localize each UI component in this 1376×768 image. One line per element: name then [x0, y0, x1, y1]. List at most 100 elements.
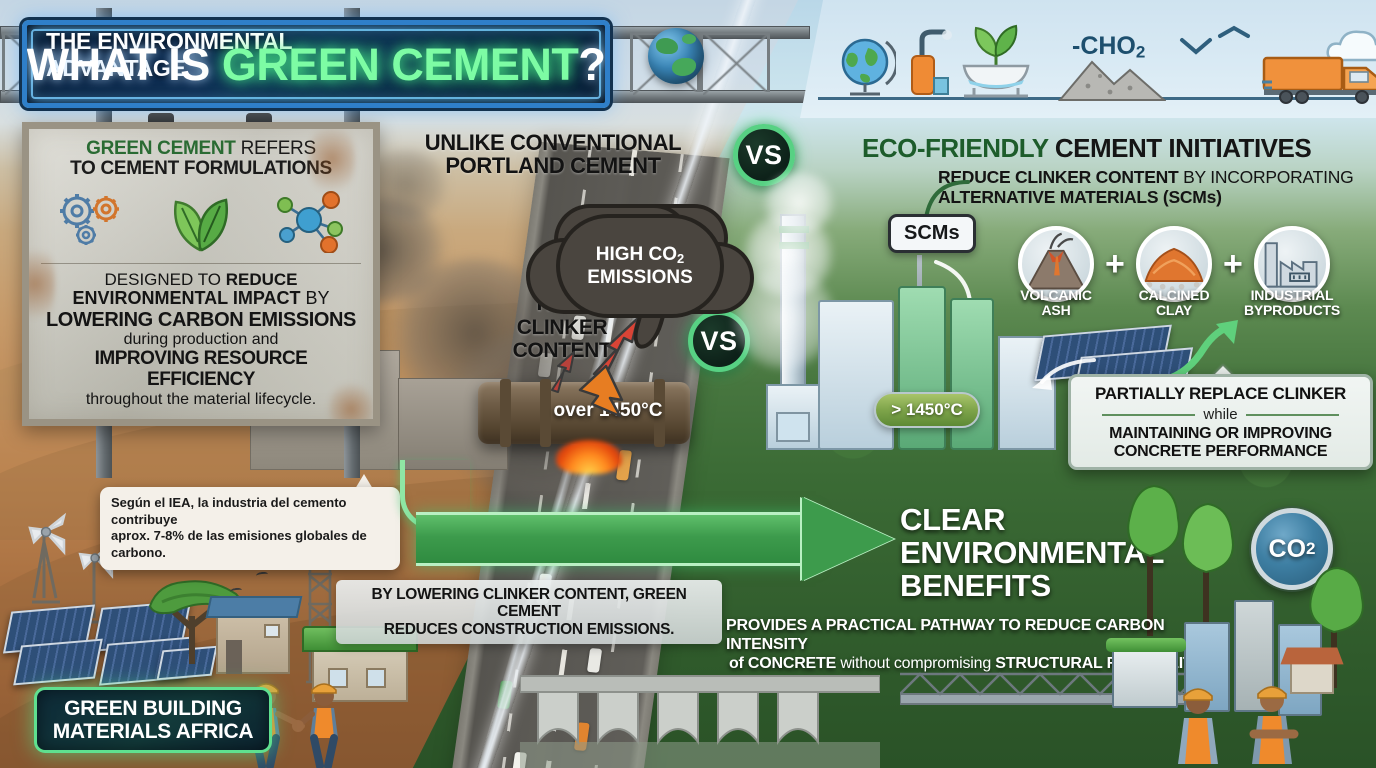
green-truck-icon [56, 419, 142, 426]
worker-right [295, 683, 338, 768]
panel-pointer [1212, 366, 1234, 377]
factory-icon [1263, 242, 1321, 288]
billboard-body-line5: IMPROVING RESOURCE EFFICIENCY [94, 347, 308, 390]
eco-process-banner: -CHO2 [800, 0, 1376, 118]
panel-line2: MAINTAINING OR IMPROVING [1109, 425, 1332, 443]
scm-circle-volcanic-ash [1018, 226, 1094, 302]
conventional-cement-heading: UNLIKE CONVENTIONAL PORTLAND CEMENT [398, 131, 708, 178]
logo-line1: GREEN BUILDING [64, 696, 242, 720]
window [264, 624, 280, 638]
clinker-line3: CONTENT [512, 339, 612, 363]
green-plant-building [818, 300, 894, 450]
co2-badge-subscript: 2 [1306, 539, 1316, 558]
reduce-bold: REDUCE CLINKER CONTENT [938, 167, 1179, 187]
callout-line2: REDUCES CONSTRUCTION EMISSIONS. [383, 620, 675, 638]
lowering-clinker-callout: BY LOWERING CLINKER CONTENT, GREEN CEMEN… [336, 580, 722, 645]
panel-connector-word: while [1203, 406, 1238, 424]
small-arrow-icon [551, 351, 575, 393]
co2-cloud-line1: HIGH CO2 [596, 244, 684, 266]
wind-turbine-icon [28, 512, 67, 604]
high-clinker-content-label: HIGH CLINKER CONTENT [496, 292, 628, 363]
speech-bubble-tail [355, 474, 373, 489]
globe-icon [648, 28, 704, 84]
scms-pill: SCMs [888, 214, 976, 253]
plant-bowl-icon [962, 24, 1030, 98]
window [366, 668, 386, 688]
bubble-line1: Según el IEA, la industria del cemento c… [111, 495, 347, 527]
co2-cloud-line1-text: HIGH CO [595, 244, 678, 266]
co2-badge-text: CO [1268, 534, 1307, 563]
headline-part-3: ? [578, 38, 606, 90]
window [328, 668, 348, 688]
billboard-strip-icons [39, 417, 363, 426]
conventional-head-line1: UNLIKE CONVENTIONAL [424, 130, 682, 155]
conventional-head-line2: PORTLAND CEMENT [445, 153, 661, 179]
panel-line1: PARTIALLY REPLACE CLINKER [1095, 384, 1346, 404]
clear-environmental-benefits-heading: CLEAR ENVIRONMENTAL BENEFITS [900, 503, 1164, 603]
reduce-clinker-subheading: REDUCE CLINKER CONTENT BY INCORPORATING … [938, 167, 1376, 207]
chemistry-label: -CHO2 [1072, 32, 1145, 63]
scm-circle-industrial-byproducts [1254, 226, 1330, 302]
plant-pipe-icon [911, 29, 952, 95]
eco-head-green: ECO-FRIENDLY [862, 133, 1049, 163]
plus-sign-1: + [1105, 245, 1125, 283]
billboard-body-line4: during production and [123, 331, 279, 349]
leaves-icon [173, 198, 228, 252]
scm-label-0-line2: ASH [1041, 302, 1071, 319]
vs-badge-top: VS [733, 124, 795, 186]
scm-label-2-line1: INDUSTRIAL [1250, 287, 1334, 303]
small-house [1290, 660, 1334, 694]
billboard-body-line1-plain: DESIGNED TO [104, 269, 226, 289]
panel-connector-arrow-icon [1032, 358, 1096, 390]
chem-label-subscript: 2 [1135, 42, 1146, 62]
chem-label-text: -CHO [1072, 32, 1136, 60]
globe-icon [176, 419, 220, 426]
iea-statistic-bubble: Según el IEA, la industria del cemento c… [100, 487, 400, 570]
billboard-title-line2: TO CEMENT FORMULATIONS [70, 158, 332, 180]
door [226, 640, 242, 674]
dump-truck-icon [254, 419, 346, 426]
headline-part-1: WHAT IS [26, 38, 222, 90]
solar-panel [13, 638, 103, 686]
billboard-icon-row [39, 184, 363, 256]
eco-head-dark: CEMENT INITIATIVES [1048, 133, 1312, 163]
billboard-title-rest: REFERS [235, 138, 317, 159]
bird-icon [1218, 25, 1250, 38]
scm-label-1-line1: CALCINED [1138, 287, 1210, 303]
forest-trees-icon [1127, 484, 1234, 636]
green-roof [1106, 638, 1186, 652]
bubble-line2: aprox. 7-8% de las emisiones globales de… [111, 528, 367, 560]
reduce-plain: BY INCORPORATING [1178, 167, 1354, 187]
kiln-flame [556, 440, 622, 474]
billboard-body-line3: LOWERING CARBON EMISSIONS [45, 309, 356, 332]
house-roof [1280, 647, 1344, 665]
logo-line2: MATERIALS AFRICA [52, 720, 254, 743]
scm-label-industrial-byproducts: INDUSTRIAL BYPRODUCTS [1233, 287, 1351, 319]
scm-label-volcanic-ash: VOLCANIC ASH [997, 287, 1115, 319]
cloud-icon [1326, 30, 1376, 62]
chevron-down-icon [1180, 38, 1212, 55]
clinker-line2: CLINKER [516, 315, 608, 339]
worker-b [1249, 686, 1299, 764]
panel-connector-row: while [1101, 406, 1340, 424]
acacia-tree-icon [148, 580, 241, 664]
molecule-icon [276, 190, 343, 253]
plant-door [776, 412, 810, 442]
clay-pile-icon [1144, 247, 1204, 291]
definition-billboard: GREEN CEMENT REFERS TO CEMENT FORMULATIO… [22, 122, 380, 426]
billboard-title-line1: GREEN CEMENT REFERS [39, 138, 363, 159]
globe-stand-icon [841, 38, 896, 96]
workers-right [1178, 686, 1299, 764]
scm-label-calcined-clay: CALCINED CLAY [1115, 287, 1233, 318]
co2-emissions-cloud: HIGH CO2 EMISSIONS [560, 218, 720, 314]
scm-label-2-line2: BYPRODUCTS [1243, 302, 1340, 319]
environmental-advantage-label: THE ENVIRONMENTAL ADVANTAGE [46, 28, 292, 81]
bridge-icon [520, 675, 880, 768]
billboard-body-line6: throughout the material lifecycle. [85, 390, 317, 408]
billboard-body-line1-bold: REDUCE [225, 269, 298, 289]
environmental-advantage-arrow [416, 497, 894, 581]
benefits-line3: BENEFITS [900, 567, 1051, 603]
plus-sign-2: + [1223, 245, 1243, 283]
